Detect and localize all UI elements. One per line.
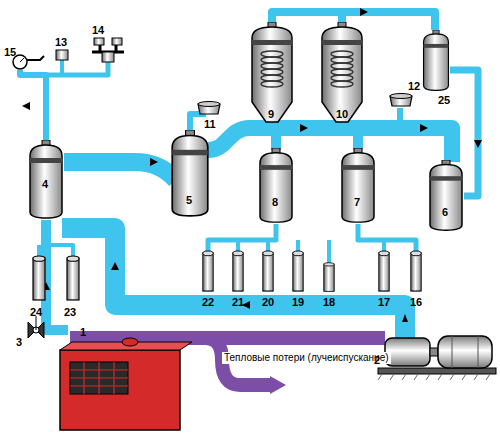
callout-number: 23: [64, 306, 76, 318]
callout-number: 12: [408, 80, 420, 92]
callout-number: 3: [16, 336, 22, 348]
callout-number: 20: [262, 296, 274, 308]
callout-number: 17: [378, 296, 390, 308]
callout-number: 15: [4, 46, 16, 58]
callout-number: 18: [323, 296, 335, 308]
callout-number: 19: [292, 296, 304, 308]
callout-number: 14: [92, 24, 104, 36]
callout-number: 1: [80, 326, 86, 338]
callout-number: 21: [232, 296, 244, 308]
note-text: Тепловые потери (лучеиспускание): [222, 352, 391, 364]
callout-number: 24: [30, 306, 42, 318]
callout-number: 16: [410, 296, 422, 308]
callout-number: 6: [442, 206, 448, 218]
callout-number: 9: [268, 108, 274, 120]
callout-number: 7: [354, 196, 360, 208]
callout-number: 4: [42, 178, 48, 190]
callout-number: 25: [438, 94, 450, 106]
callout-number: 10: [336, 108, 348, 120]
callout-number: 2: [374, 354, 380, 366]
callout-number: 8: [272, 196, 278, 208]
callout-number: 5: [186, 194, 192, 206]
callout-number: 11: [204, 118, 216, 130]
callout-number: 13: [55, 36, 67, 48]
callout-number: 22: [202, 296, 214, 308]
